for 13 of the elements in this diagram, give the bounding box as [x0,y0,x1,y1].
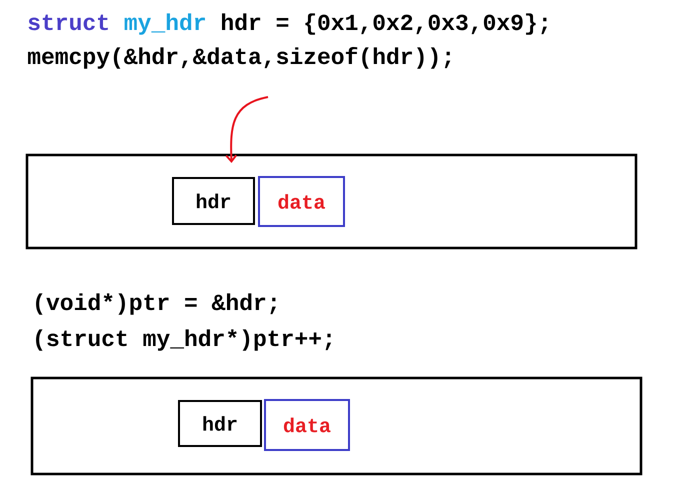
code-text: my_hdr [124,13,205,35]
code-text: (void*)ptr = &hdr; [36,293,276,315]
data-cell: data [258,176,345,227]
code-text: memcpy(&hdr,&data,sizeof(hdr)); [28,47,450,69]
data-cell: data [264,399,350,451]
code-text: (struct my_hdr*)ptr++; [36,329,332,351]
code-text: hdr = {0x1,0x2,0x3,0x9}; [222,13,547,35]
outer-box [26,154,638,250]
curved-arrow [225,96,268,163]
outer-box [30,376,642,476]
header-cell: hdr [178,400,262,447]
code-text: struct [28,14,108,30]
header-cell: hdr [172,177,255,225]
